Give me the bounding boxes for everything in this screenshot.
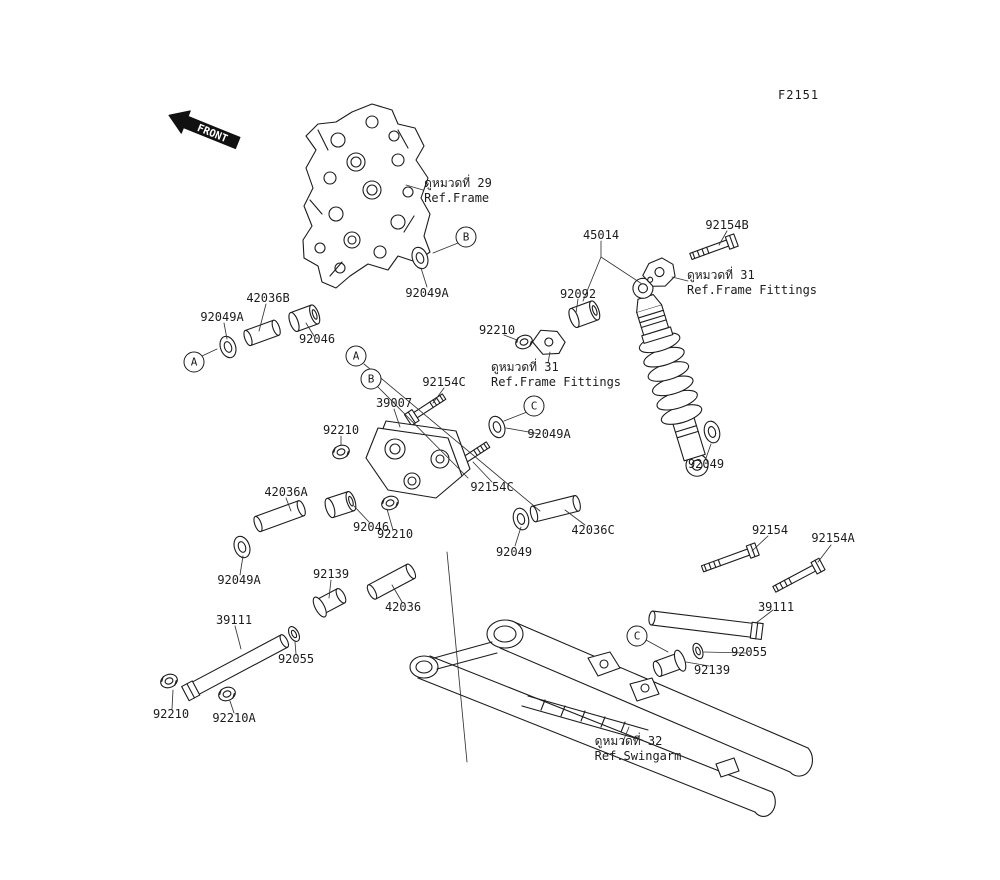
frame-bracket bbox=[302, 103, 431, 289]
seal-92049a-2 bbox=[411, 246, 429, 270]
figure-code: F2151 bbox=[778, 88, 820, 102]
bushing-92046-2 bbox=[324, 491, 357, 519]
bolt-92154a bbox=[772, 557, 826, 593]
nut-92210a bbox=[218, 686, 236, 702]
leader-lines bbox=[171, 184, 832, 763]
seal-92049a-4 bbox=[233, 535, 251, 559]
collar-42036a bbox=[253, 500, 306, 533]
bushing-92139-2 bbox=[652, 649, 687, 678]
collar-42036c bbox=[529, 495, 581, 523]
nut-92210-4 bbox=[160, 673, 178, 689]
rocker-arm-39007 bbox=[365, 420, 471, 499]
bolt-92154 bbox=[700, 542, 760, 573]
seal-92049-2 bbox=[512, 507, 530, 531]
seal-92049-1 bbox=[703, 420, 721, 444]
washer-92055-1 bbox=[287, 626, 301, 642]
bushing-92139-1 bbox=[312, 587, 347, 618]
collar-42036b bbox=[243, 319, 281, 347]
tie-rod-39111-right bbox=[648, 610, 764, 641]
seal-92049a-3 bbox=[488, 415, 506, 439]
tie-rod-39111-left bbox=[181, 634, 290, 702]
upper-mount-bracket bbox=[642, 257, 676, 287]
nut-92210-3 bbox=[381, 495, 399, 511]
bushing-92046-1 bbox=[288, 304, 321, 333]
front-arrow-icon: FRONT bbox=[168, 110, 241, 150]
nut-92210-2 bbox=[332, 444, 350, 460]
seal-92049a-1 bbox=[219, 335, 237, 359]
bolt-92154b bbox=[689, 233, 739, 260]
washer-92055-2 bbox=[692, 642, 704, 660]
lower-mount-bracket bbox=[531, 329, 566, 355]
shock-absorber-45014 bbox=[632, 277, 709, 477]
nut-92210-1 bbox=[515, 334, 533, 350]
collar-42036 bbox=[366, 563, 417, 600]
swingarm bbox=[409, 619, 813, 817]
front-arrow-label: FRONT bbox=[195, 122, 229, 145]
bushing-92092 bbox=[568, 300, 601, 329]
